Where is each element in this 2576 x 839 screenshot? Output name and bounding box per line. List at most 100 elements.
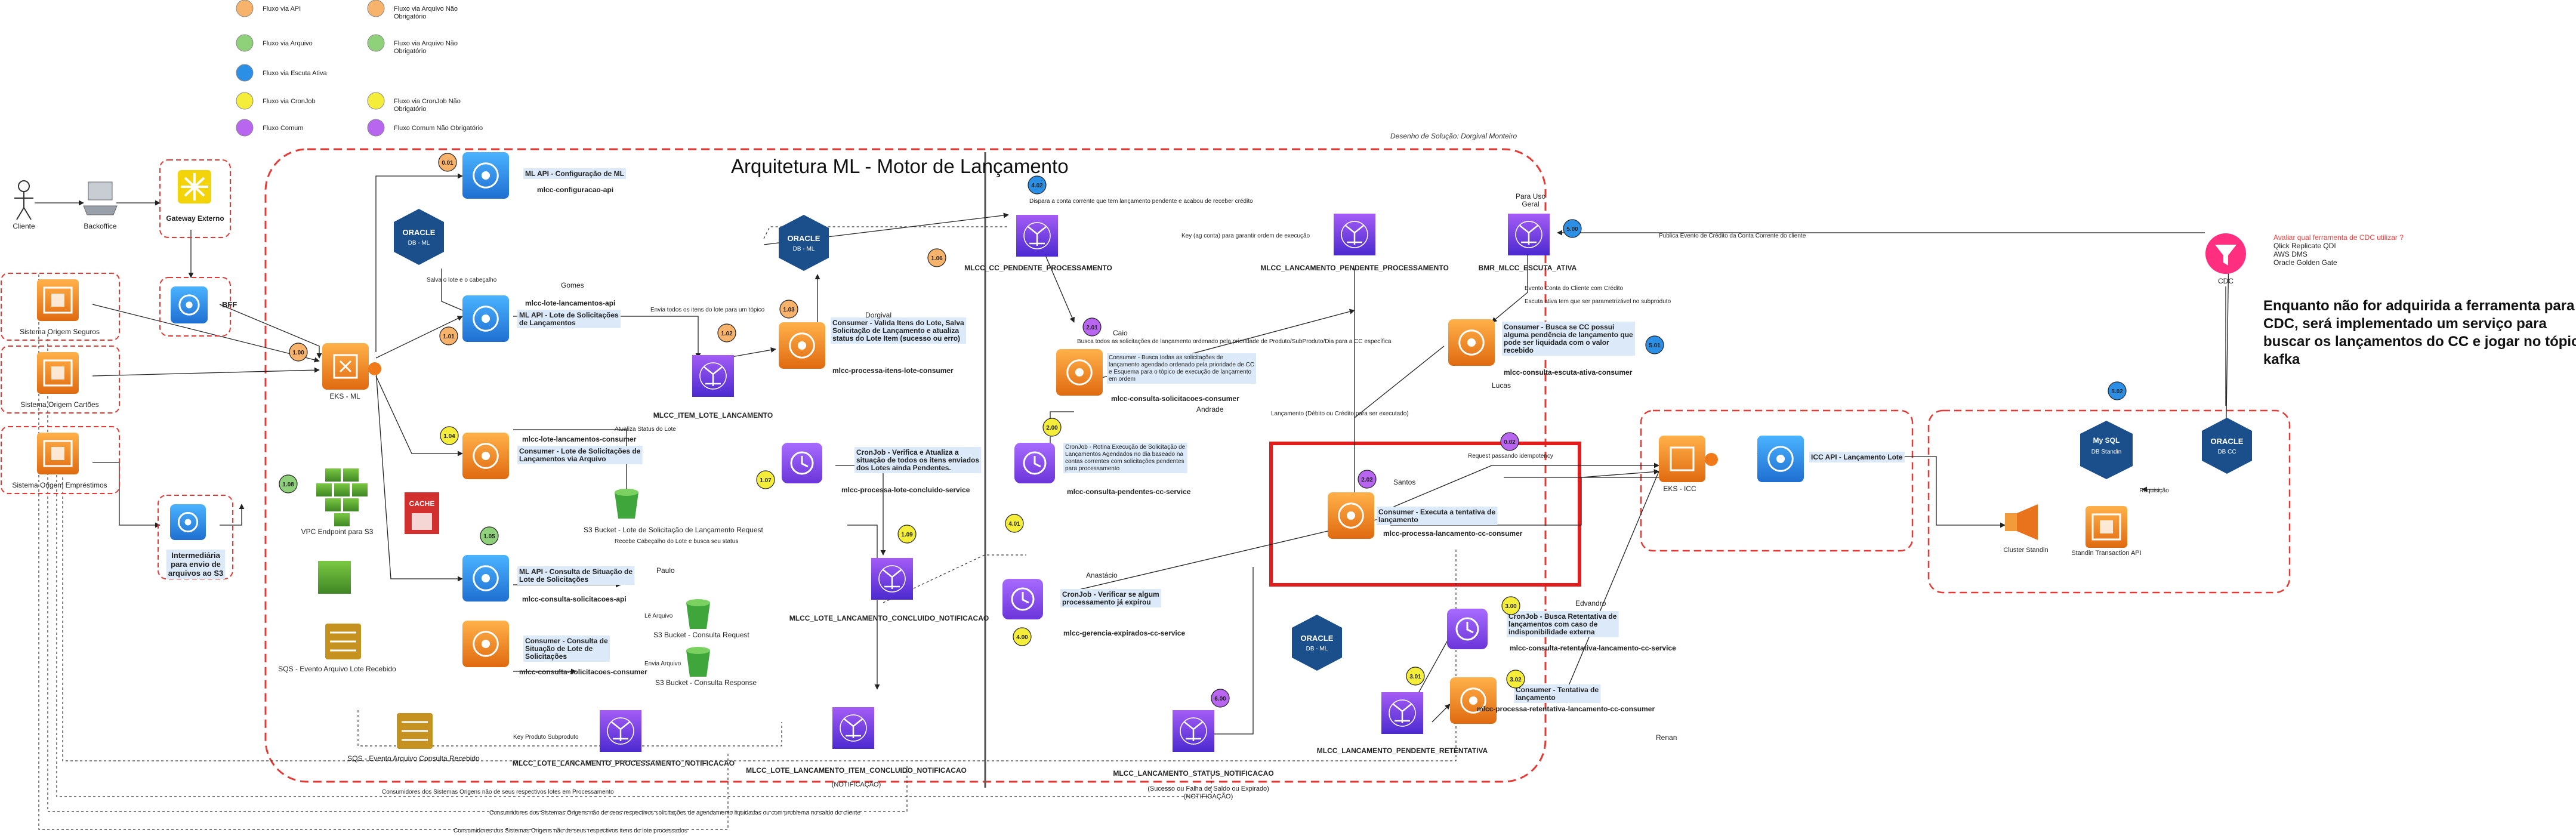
flow-label: Envia todos os itens do lote para um tóp…: [650, 307, 765, 313]
topic-lote-proc-icon: [600, 710, 641, 752]
cons-retentativa-svc: mlcc-processa-retentativa-lancamento-cc-…: [1477, 705, 1655, 713]
config-api-icon: [462, 152, 509, 199]
topic-cc-pendente-icon: [1016, 215, 1058, 257]
step-badge-label: 1.00: [292, 350, 304, 356]
origin-system-icon: [37, 433, 79, 474]
step-badge-label: 6.00: [1214, 696, 1226, 702]
owner-label: Andrade: [1196, 405, 1224, 414]
step-badge-label: 4.02: [1031, 183, 1043, 189]
backoffice-icon: [83, 181, 118, 215]
cache-icon: CACHE: [405, 492, 439, 534]
owner-label: Santos: [1393, 478, 1415, 486]
flow-label: Key Produto Subproduto: [513, 734, 579, 741]
legend-swatch: [236, 92, 254, 110]
cron-retentativa-icon: [1447, 609, 1488, 649]
step-badge-label: 2.02: [1361, 477, 1373, 483]
icc-boundary: [1640, 409, 1914, 552]
flow-label: Envia Arquivo: [644, 661, 681, 667]
processa-lanc-svc: mlcc-processa-lancamento-cc-consumer: [1383, 529, 1523, 538]
escuta-ativa-svc: mlcc-consulta-escuta-ativa-consumer: [1504, 368, 1633, 377]
step-badge: 1.09: [897, 525, 917, 544]
label-bg: [1063, 443, 1187, 473]
topic-note: (Sucesso ou Falha de Saldo ou Expirado)(…: [1147, 785, 1269, 800]
inter-icon: [170, 504, 206, 540]
flow-label: Escuta ativa tem que ser parametrizável …: [1525, 298, 1671, 305]
topic-note: (NOTIFICAÇÃO): [832, 781, 881, 788]
topic-lote-concluido-icon: [871, 558, 913, 600]
step-badge-label: 2.01: [1086, 325, 1098, 331]
eks-ml-icon: [322, 343, 381, 390]
consulta-sol-title: Consumer - Busca todas as solicitações d…: [1109, 354, 1254, 383]
label-bg: [1107, 353, 1257, 384]
topic-label: MLCC_LOTE_LANCAMENTO_CONCLUIDO_NOTIFICAC…: [789, 614, 989, 622]
legend-item-label: Fluxo Comum: [263, 125, 303, 132]
legend-swatch: [236, 119, 254, 137]
cron-verificar-svc: mlcc-gerencia-expirados-cc-service: [1063, 629, 1185, 637]
origin-frame: [1, 273, 120, 341]
label-bg: [854, 447, 982, 473]
label-bg: [517, 446, 643, 464]
gateway-icon: [178, 170, 211, 203]
topic-label: BMR_MLCC_ESCUTA_ATIVA: [1479, 264, 1577, 272]
oracle-sub: DB CC: [2217, 449, 2236, 455]
step-badge: 4.02: [1028, 175, 1047, 195]
oracle-sub: DB - ML: [408, 240, 430, 246]
sqs2-label: SQS - Evento Arquivo Consulta Recebido: [347, 754, 480, 763]
cdc-eval-item: AWS DMS: [2273, 250, 2307, 258]
step-badge: 5.00: [1563, 219, 1582, 238]
step-badge-label: 1.06: [931, 255, 943, 262]
flow-label: Evento Conta do Cliente com Crédito: [1525, 285, 1624, 292]
step-badge-label: 3.02: [1510, 677, 1522, 683]
topic-lanc-pendente-icon: [1334, 214, 1375, 255]
legend-swatch: [236, 64, 254, 82]
highlight-box: [1269, 442, 1581, 587]
gateway-label: Gateway Externo: [166, 214, 224, 223]
flow-label: Request passando idempotency: [1468, 453, 1553, 459]
legend-swatch: [367, 0, 385, 17]
topic-item-lote-icon: [692, 355, 734, 397]
flow-label: Lê Arquivo: [644, 613, 673, 619]
flow-label: Recebe Cabeçalho do Lote e busca seu sta…: [615, 538, 738, 545]
step-badge-label: 1.05: [483, 533, 495, 540]
oracle-label: ORACLE: [2211, 437, 2244, 446]
consulta-sol-icon: [1056, 349, 1103, 396]
topic-label: MLCC_LOTE_LANCAMENTO_PROCESSAMENTO_NOTIF…: [513, 759, 735, 767]
cron-rotina-title: CronJob - Rotina Execução de Solicitação…: [1065, 444, 1186, 472]
origin-frame: [1, 426, 120, 494]
author-label: Desenho de Solução: Dorgival Monteiro: [1390, 132, 1517, 140]
step-badge-label: 5.01: [1649, 343, 1661, 349]
lote-api-icon: [462, 295, 509, 342]
cons-retentativa-icon: [1450, 677, 1497, 724]
label-bg: [1809, 452, 1905, 462]
oracle-label: ORACLE: [788, 234, 820, 243]
step-badge: 1.07: [756, 470, 775, 489]
flow-label: Key (ag conta) para garantir ordem de ex…: [1181, 233, 1310, 239]
owner-label: Dorgival: [865, 311, 891, 319]
step-badge-label: 1.03: [783, 307, 795, 313]
cdc-eval-item: Qlick Replicate QDI: [2273, 242, 2336, 250]
sit-consumer-svc: mlcc-consulta-solicitacoes-consumer: [519, 668, 647, 676]
cliente-actor: [14, 180, 33, 220]
step-badge: 5.02: [2108, 381, 2127, 400]
oracle-label: ORACLE: [1301, 634, 1334, 643]
legend-swatch: [236, 34, 254, 52]
flow-label: Atualiza Status do Lote: [615, 426, 676, 433]
cdc-eval-item: Avaliar qual ferramenta de CDC utilizar …: [2273, 233, 2404, 242]
backoffice-label: Backoffice: [84, 222, 116, 230]
step-badge: 2.02: [1358, 470, 1377, 489]
s3-req-label: S3 Bucket - Lote de Solicitação de Lança…: [584, 526, 764, 534]
step-badge: 1.04: [440, 426, 459, 445]
processa-lanc-icon: [1328, 492, 1374, 539]
owner-label: Anastácio: [1086, 571, 1118, 579]
cliente-label: Cliente: [13, 222, 35, 230]
legend-swatch: [367, 92, 385, 110]
label-bg: [1507, 611, 1619, 637]
origin-system-label: Sistema Origem Seguros: [20, 328, 100, 336]
